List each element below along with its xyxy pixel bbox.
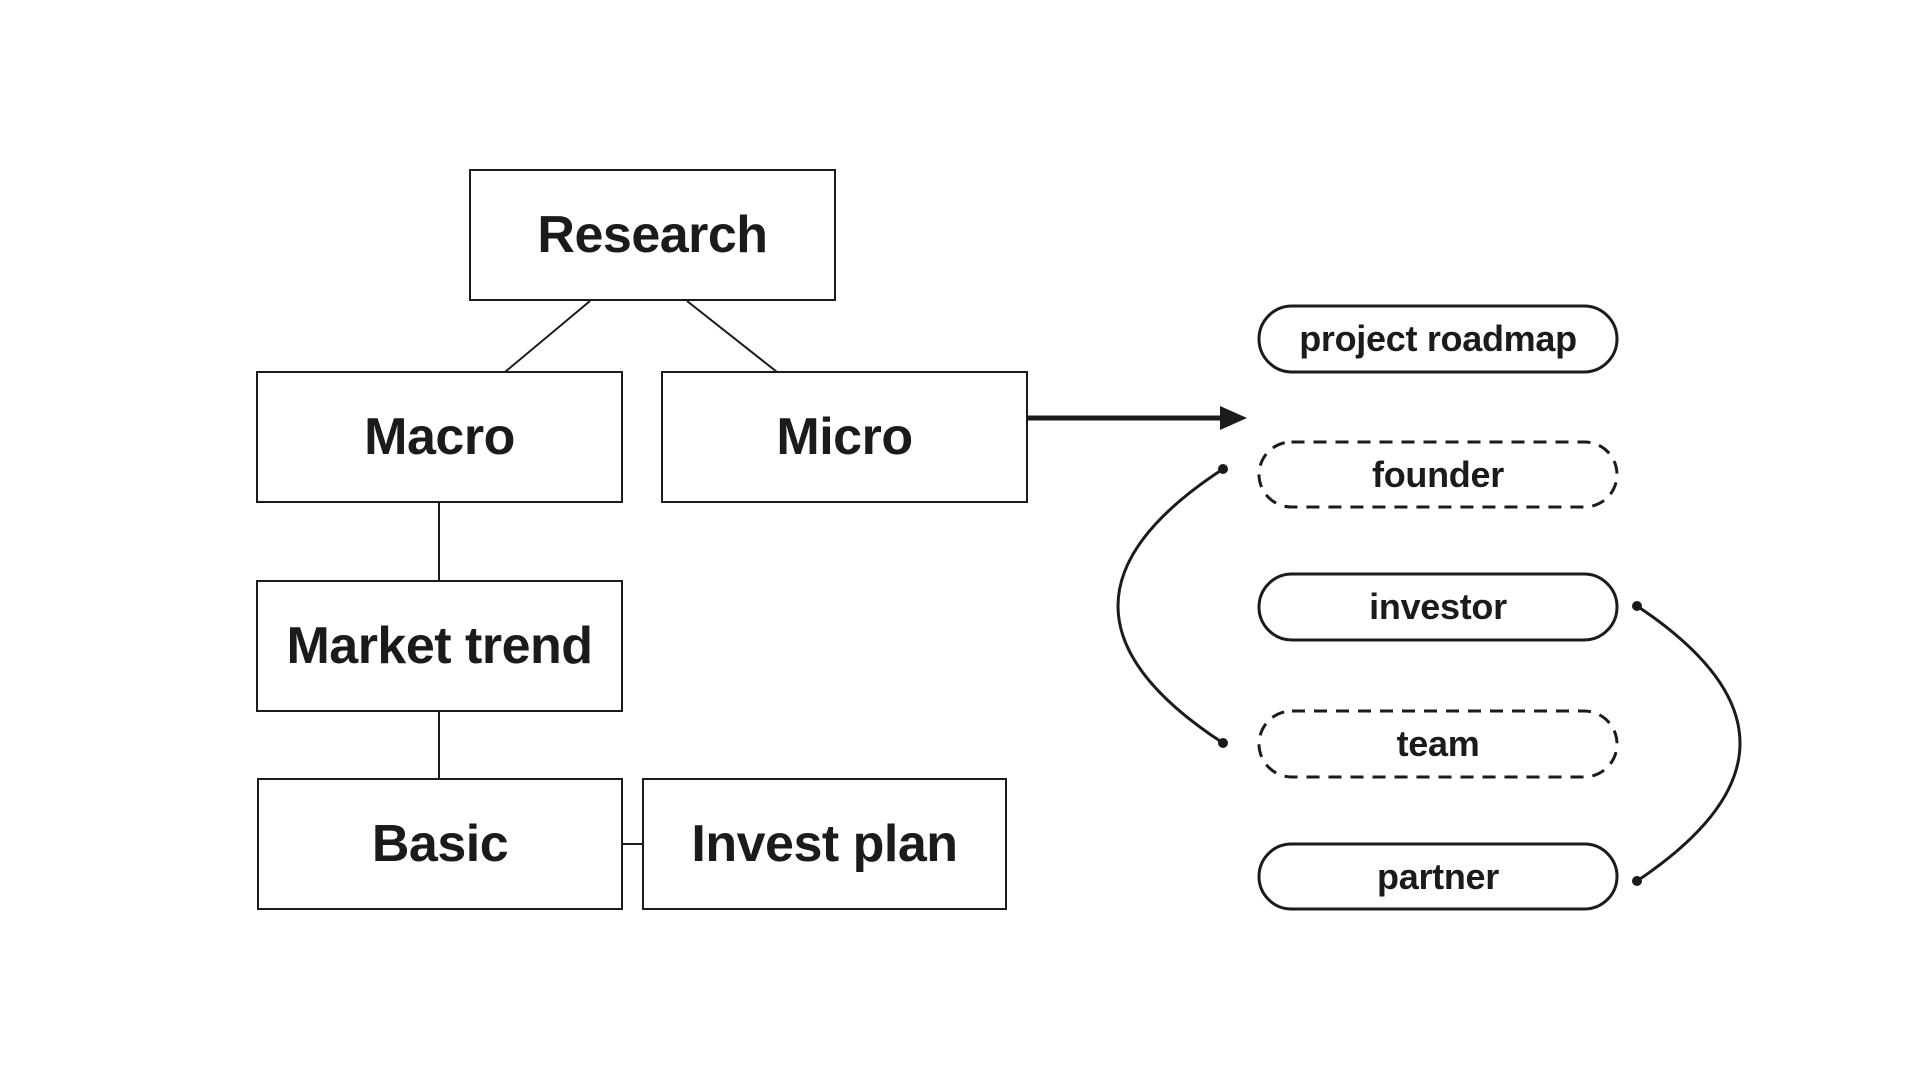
pill-founder	[1257, 440, 1619, 509]
curve-dot-partner	[1632, 876, 1642, 886]
pill-project-roadmap	[1257, 304, 1619, 374]
curve-dot-investor	[1632, 601, 1642, 611]
curve-dot-founder	[1218, 464, 1228, 474]
pill-team	[1257, 709, 1619, 779]
arrow-head-icon	[1220, 406, 1247, 430]
node-research-box	[469, 169, 836, 301]
curve-founder-team	[1116, 467, 1225, 745]
pill-partner	[1257, 842, 1619, 911]
connector-research-macro	[504, 300, 591, 373]
node-market-trend-box	[256, 580, 623, 712]
node-invest-plan-box	[642, 778, 1007, 910]
node-macro-box	[256, 371, 623, 503]
pill-investor	[1257, 572, 1619, 642]
node-micro-box	[661, 371, 1028, 503]
curve-dot-team	[1218, 738, 1228, 748]
connector-research-micro	[686, 300, 778, 373]
curve-investor-partner	[1635, 604, 1742, 883]
node-basic-box	[257, 778, 623, 910]
